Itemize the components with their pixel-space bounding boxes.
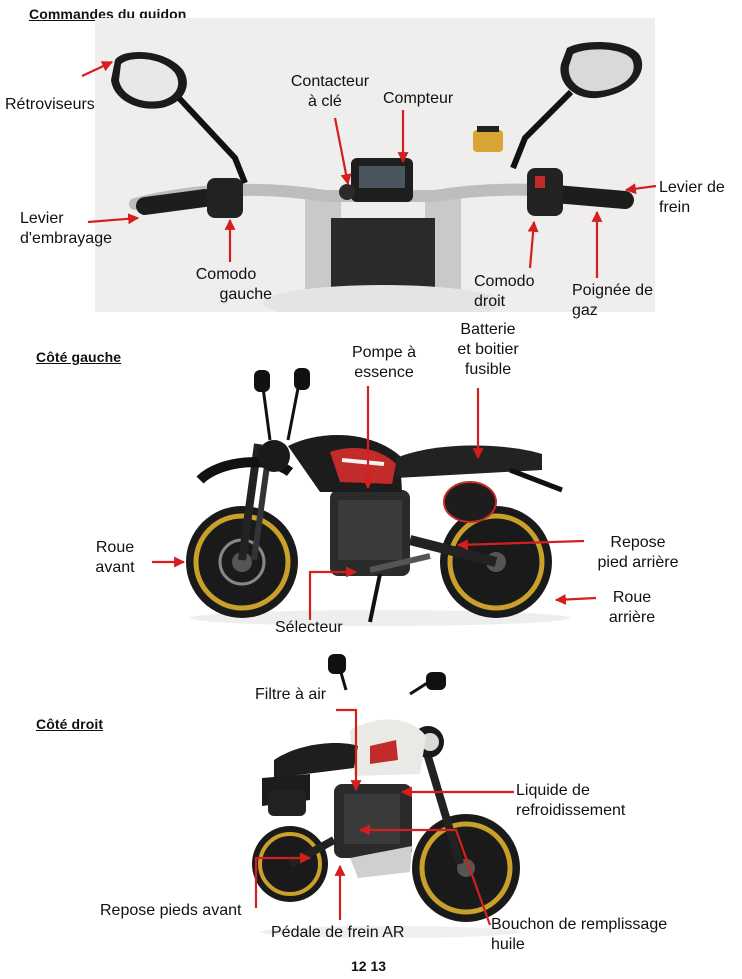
label-clutch-lever-line1: Levier [20,210,64,227]
handlebar-photo [95,18,655,312]
label-coolant-line1: Liquide de [516,782,590,799]
label-battery-line2: et boitier [457,341,519,358]
label-battery-line1: Batterie [460,321,516,338]
label-left-switch: Comodo gauche [180,265,272,305]
heading-left-side: Côté gauche [36,349,122,365]
label-coolant-line2: refroidissement [516,802,626,819]
label-rear-footrest-line1: Repose [610,534,666,551]
label-key-switch-line1: Contacteur [290,73,370,90]
label-brake-lever: Levier de frein [659,178,725,218]
label-oil-cap-line2: huile [491,936,525,953]
label-battery-line3: fusible [464,361,512,378]
label-rear-wheel-line1: Roue [612,589,652,606]
label-mirrors: Rétroviseurs [5,96,95,113]
label-clutch-lever-line2: d'embrayage [20,230,112,247]
label-rear-footrest: Repose pied arrière [588,533,688,573]
label-right-switch-line2: droit [474,293,506,310]
label-rear-wheel: Roue arrière [597,588,667,628]
label-coolant: Liquide de refroidissement [516,781,625,821]
label-key-switch-line2: à clé [308,93,342,110]
label-key-switch: Contacteur à clé [278,72,382,112]
label-front-wheel: Roue avant [82,538,148,578]
label-fuel-pump-line1: Pompe à [351,344,417,361]
label-fuel-pump-line2: essence [354,364,414,381]
label-left-switch-line2: gauche [219,286,273,303]
label-brake-lever-line1: Levier de [659,179,725,196]
label-front-wheel-line1: Roue [95,539,135,556]
label-oil-cap-line1: Bouchon de remplissage [491,916,668,933]
label-right-switch-line1: Comodo [474,273,535,290]
label-front-footrests: Repose pieds avant [100,902,242,919]
label-battery: Batterie et boitier fusible [438,320,538,380]
heading-right-side: Côté droit [36,716,104,732]
label-clutch-lever: Levier d'embrayage [20,209,112,249]
label-throttle-line2: gaz [572,302,598,319]
label-fuel-pump: Pompe à essence [338,343,430,383]
label-rear-wheel-line2: arrière [608,609,656,626]
label-speedometer: Compteur [383,90,454,107]
label-rear-footrest-line2: pied arrière [597,554,679,571]
label-brake-lever-line2: frein [659,199,691,216]
label-rear-brake-pedal: Pédale de frein AR [271,924,405,941]
left-side-photo [186,368,570,626]
label-left-switch-line1: Comodo [195,266,257,283]
label-front-wheel-line2: avant [95,559,135,576]
label-throttle-line1: Poignée de [572,282,653,299]
label-selector: Sélecteur [275,619,343,636]
label-air-filter: Filtre à air [255,686,327,703]
label-right-switch: Comodo droit [474,272,534,312]
label-oil-cap: Bouchon de remplissage huile [491,915,667,955]
page-number: 12 13 [351,958,387,974]
label-throttle: Poignée de gaz [572,281,653,321]
